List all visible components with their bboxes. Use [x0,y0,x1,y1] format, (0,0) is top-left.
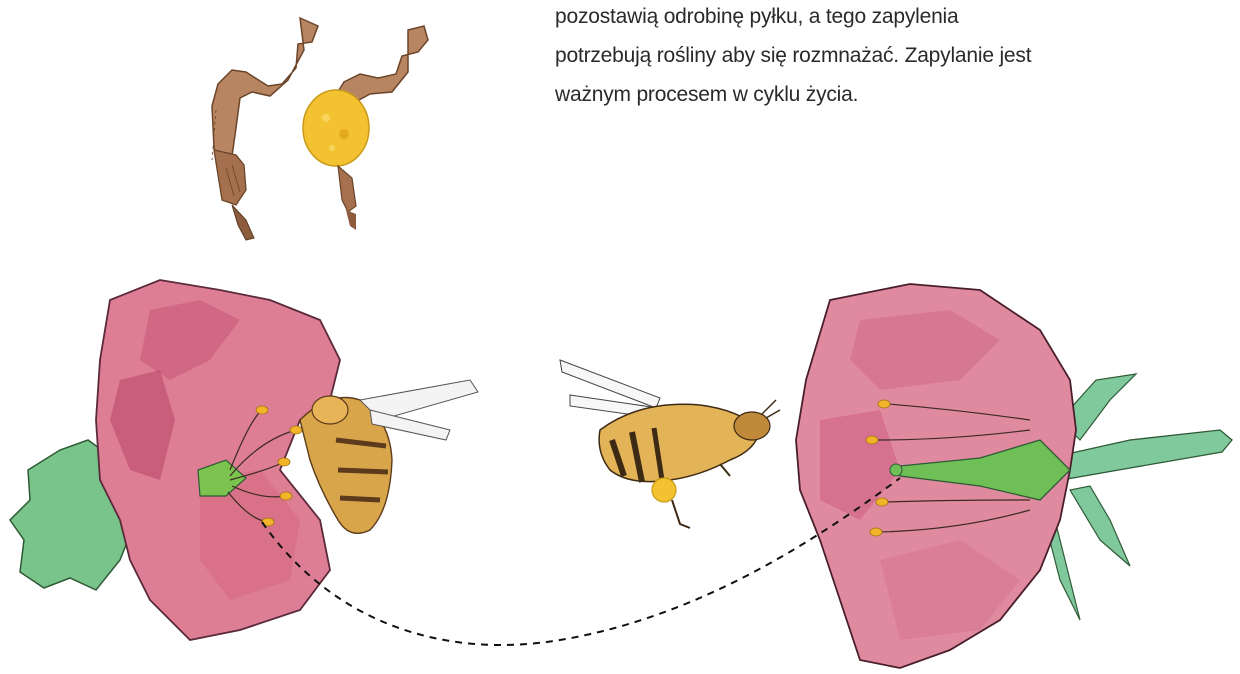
flower-cross-section [796,284,1232,668]
flying-bee [560,360,780,528]
bee-leg-without-pollen [212,18,318,240]
flower-with-bee [10,280,478,640]
bee-leg-with-pollen-basket [303,26,428,230]
